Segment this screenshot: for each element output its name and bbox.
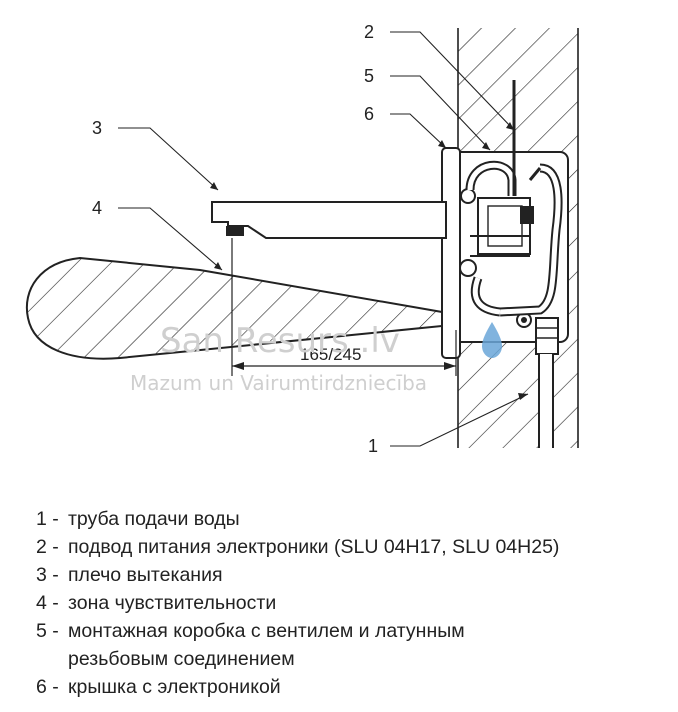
- legend-text: зона чувствительности: [68, 592, 277, 614]
- leader-arrowheads: [210, 122, 528, 400]
- legend-list: 1 -труба подачи воды 2 -подвод питания э…: [36, 505, 559, 701]
- dimension-label: 165/245: [300, 345, 361, 364]
- spout: [211, 201, 447, 239]
- legend-text: крышка с электроникой: [68, 676, 281, 698]
- dimension-line: [231, 238, 457, 376]
- legend-item: резьбовым соединением: [36, 645, 559, 673]
- water-supply-pipe: [535, 317, 559, 448]
- legend-text: плечо вытекания: [68, 564, 223, 586]
- callout-4: 4: [92, 198, 102, 218]
- water-drop-icon: [482, 322, 502, 358]
- watermark-brand: San Resurs .lv: [160, 321, 400, 361]
- callout-6: 6: [364, 104, 374, 124]
- leader-lines: [118, 31, 529, 447]
- legend-text: подвод питания электроники (SLU 04H17, S…: [68, 536, 560, 558]
- legend-text: резьбовым соединением: [68, 648, 295, 670]
- legend-item: 6 -крышка с электроникой: [36, 673, 559, 701]
- legend-text: монтажная коробка с вентилем и латунным: [68, 620, 465, 642]
- legend-item: 5 -монтажная коробка с вентилем и латунн…: [36, 617, 559, 645]
- callout-2: 2: [364, 22, 374, 42]
- callout-3: 3: [92, 118, 102, 138]
- mounting-box: [441, 147, 569, 359]
- watermark-tagline: Mazum un Vairumtirdzniecība: [130, 371, 427, 395]
- legend-item: 1 -труба подачи воды: [36, 505, 559, 533]
- legend-item: 2 -подвод питания электроники (SLU 04H17…: [36, 533, 559, 561]
- sensitivity-zone: [25, 256, 443, 360]
- legend-text: труба подачи воды: [68, 508, 240, 530]
- callout-5: 5: [364, 66, 374, 86]
- legend-item: 3 -плечо вытекания: [36, 561, 559, 589]
- callout-1: 1: [368, 436, 378, 456]
- legend-item: 4 -зона чувствительности: [36, 589, 559, 617]
